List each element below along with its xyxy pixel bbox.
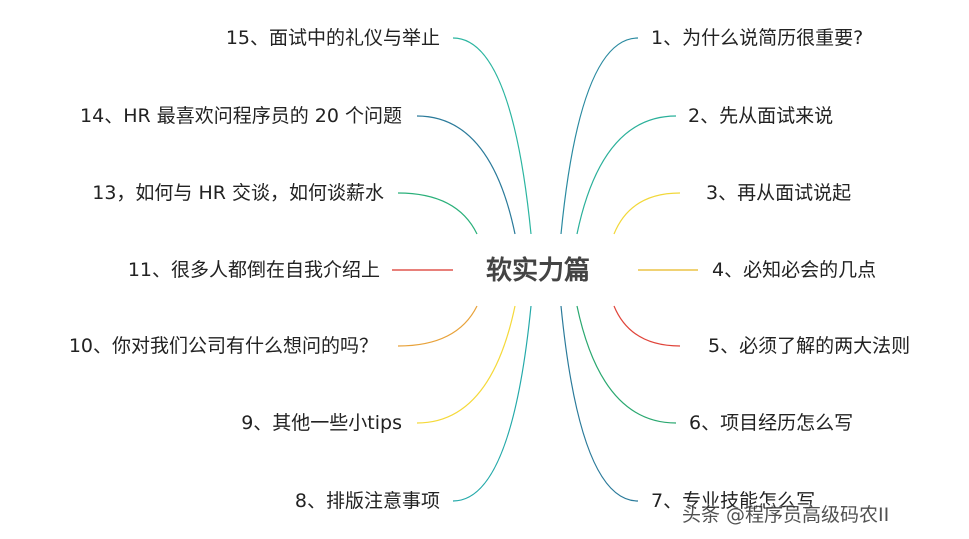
topic-node[interactable]: 1、为什么说简历很重要? <box>651 27 864 49</box>
connector-left-1 <box>452 37 532 235</box>
connector-left-5 <box>397 305 478 347</box>
topic-node[interactable]: 7、专业技能怎么写 <box>651 490 816 512</box>
topic-node[interactable]: 6、项目经历怎么写 <box>689 412 854 434</box>
connector-left-7 <box>452 305 532 502</box>
topic-node[interactable]: 11、很多人都倒在自我介绍上 <box>127 259 380 281</box>
central-topic[interactable]: 软实力篇 <box>486 256 591 286</box>
topic-node[interactable]: 4、必知必会的几点 <box>712 259 877 281</box>
connector-right-5 <box>613 305 681 347</box>
connector-left-6 <box>416 305 516 424</box>
connector-right-2 <box>576 115 677 235</box>
topic-node[interactable]: 14、HR 最喜欢问程序员的 20 个问题 <box>80 105 402 127</box>
topic-node[interactable]: 3、再从面试说起 <box>706 182 852 204</box>
connector-left-2 <box>416 115 516 235</box>
connector-right-1 <box>560 37 639 235</box>
connector-right-6 <box>576 305 677 424</box>
topic-node[interactable]: 8、排版注意事项 <box>294 490 440 512</box>
topic-node[interactable]: 15、面试中的礼仪与举止 <box>225 27 440 49</box>
connector-right-7 <box>560 305 639 502</box>
watermark: 头条 @程序员高级码农II <box>682 504 890 526</box>
topic-node[interactable]: 10、你对我们公司有什么想问的吗？ <box>68 335 378 357</box>
connector-right-3 <box>613 192 681 235</box>
topic-node[interactable]: 2、先从面试来说 <box>688 105 834 127</box>
topic-node[interactable]: 9、其他一些小tips <box>241 412 402 434</box>
topic-node[interactable]: 13，如何与 HR 交谈，如何谈薪水 <box>92 182 384 204</box>
connector-left-3 <box>397 192 478 235</box>
topic-node[interactable]: 5、必须了解的两大法则 <box>708 335 911 357</box>
